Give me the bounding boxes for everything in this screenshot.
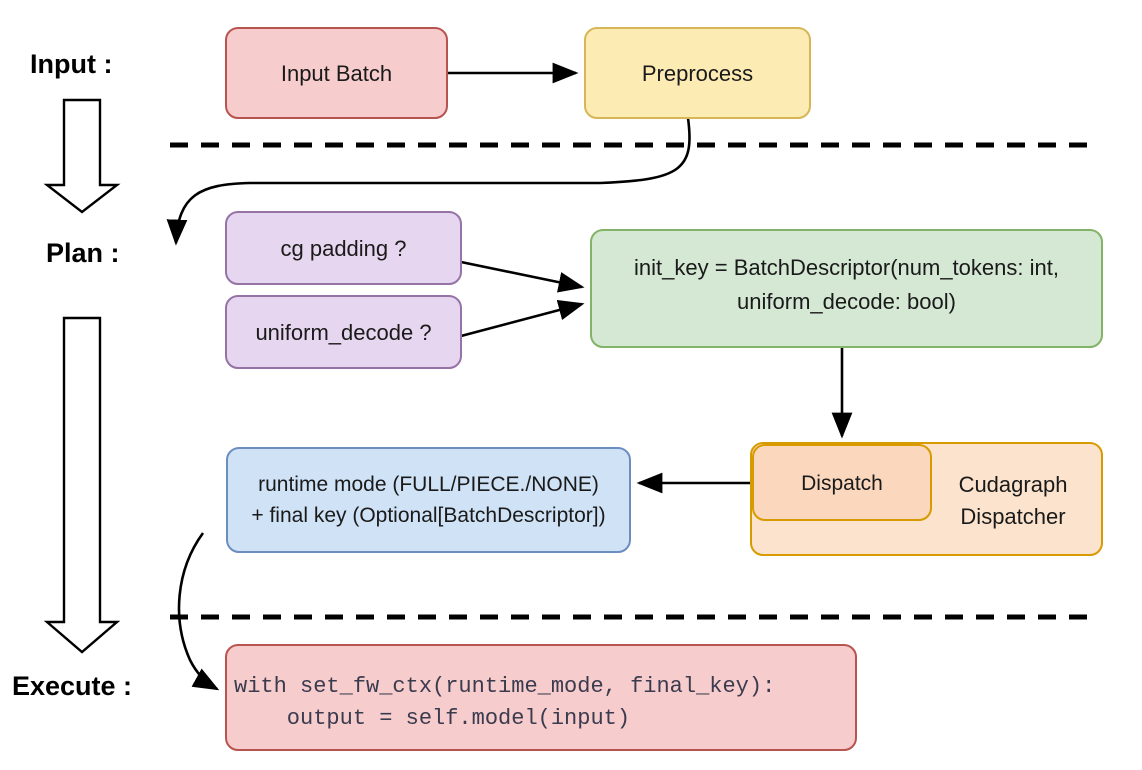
- input-batch-box[interactable]: [225, 27, 448, 119]
- node-batch-descriptor[interactable]: init_key = BatchDescriptor(num_tokens: i…: [590, 229, 1103, 348]
- node-uniform-decode[interactable]: uniform_decode ?: [225, 295, 462, 369]
- runtime-mode-label-line1: runtime mode (FULL/PIECE./NONE): [258, 473, 599, 496]
- stage-label-plan: Plan :: [46, 238, 120, 268]
- preprocess-box[interactable]: [584, 27, 811, 119]
- preprocess-label: Preprocess: [642, 61, 753, 86]
- cudagraph-dispatcher-label-line1: Cudagraph: [959, 472, 1068, 497]
- batch-descriptor-box[interactable]: [590, 229, 1103, 348]
- dispatch-box[interactable]: [752, 444, 932, 521]
- uniform-decode-label: uniform_decode ?: [255, 320, 431, 345]
- node-input-batch[interactable]: Input Batch: [225, 27, 448, 119]
- cg-padding-label: cg padding ?: [281, 236, 407, 261]
- cg-padding-box[interactable]: [225, 211, 462, 285]
- uniform-decode-box[interactable]: [225, 295, 462, 369]
- execute-code-box[interactable]: [225, 644, 857, 751]
- runtime-mode-box[interactable]: [226, 447, 631, 553]
- node-preprocess[interactable]: Preprocess: [584, 27, 811, 119]
- node-execute-code[interactable]: with set_fw_ctx(runtime_mode, final_key)…: [225, 644, 857, 751]
- batch-descriptor-label-line2: uniform_decode: bool): [737, 289, 956, 314]
- conn-uniform-decode-to-batch-descriptor: [460, 299, 585, 338]
- dispatch-label: Dispatch: [801, 472, 883, 495]
- conn-preprocess-to-cg-padding: [166, 117, 691, 246]
- stage-labels: Input : Plan : Execute :: [12, 49, 132, 701]
- node-runtime-mode[interactable]: runtime mode (FULL/PIECE./NONE) + final …: [226, 447, 631, 553]
- conn-runtime-mode-to-execute-code: [177, 532, 220, 691]
- stage-label-input: Input :: [30, 49, 112, 79]
- execute-code-line1: with set_fw_ctx(runtime_mode, final_key)…: [234, 674, 775, 699]
- cudagraph-dispatcher-label-line2: Dispatcher: [960, 504, 1065, 529]
- runtime-mode-label-line2: + final key (Optional[BatchDescriptor]): [251, 504, 605, 527]
- batch-descriptor-label-line1: init_key = BatchDescriptor(num_tokens: i…: [634, 255, 1059, 280]
- stage-label-execute: Execute :: [12, 671, 132, 701]
- block-arrow-input-to-plan: [43, 98, 121, 214]
- conn-cg-padding-to-batch-descriptor: [460, 260, 585, 293]
- node-dispatch[interactable]: Dispatch: [752, 444, 932, 521]
- block-arrows: [43, 98, 121, 654]
- execute-code-line2: output = self.model(input): [234, 706, 630, 731]
- connectors: [166, 62, 853, 691]
- node-cg-padding[interactable]: cg padding ?: [225, 211, 462, 285]
- block-arrow-plan-to-execute: [43, 316, 121, 654]
- input-batch-label: Input Batch: [281, 61, 392, 86]
